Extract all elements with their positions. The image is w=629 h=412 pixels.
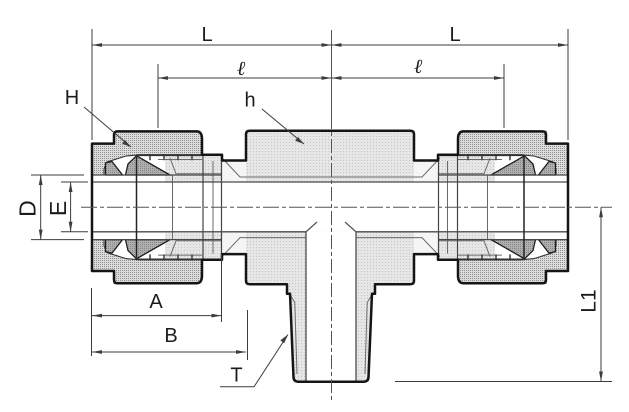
svg-text:B: B [164,325,177,347]
svg-text:h: h [244,90,255,112]
svg-text:ℓ: ℓ [414,56,423,78]
svg-text:L: L [449,24,460,46]
svg-text:D: D [15,200,41,217]
svg-text:A: A [149,291,163,313]
svg-text:H: H [65,87,79,109]
svg-text:ℓ: ℓ [237,58,246,80]
svg-text:L: L [201,24,212,46]
svg-text:L1: L1 [578,289,601,312]
svg-text:E: E [45,201,71,216]
svg-text:T: T [230,365,242,387]
